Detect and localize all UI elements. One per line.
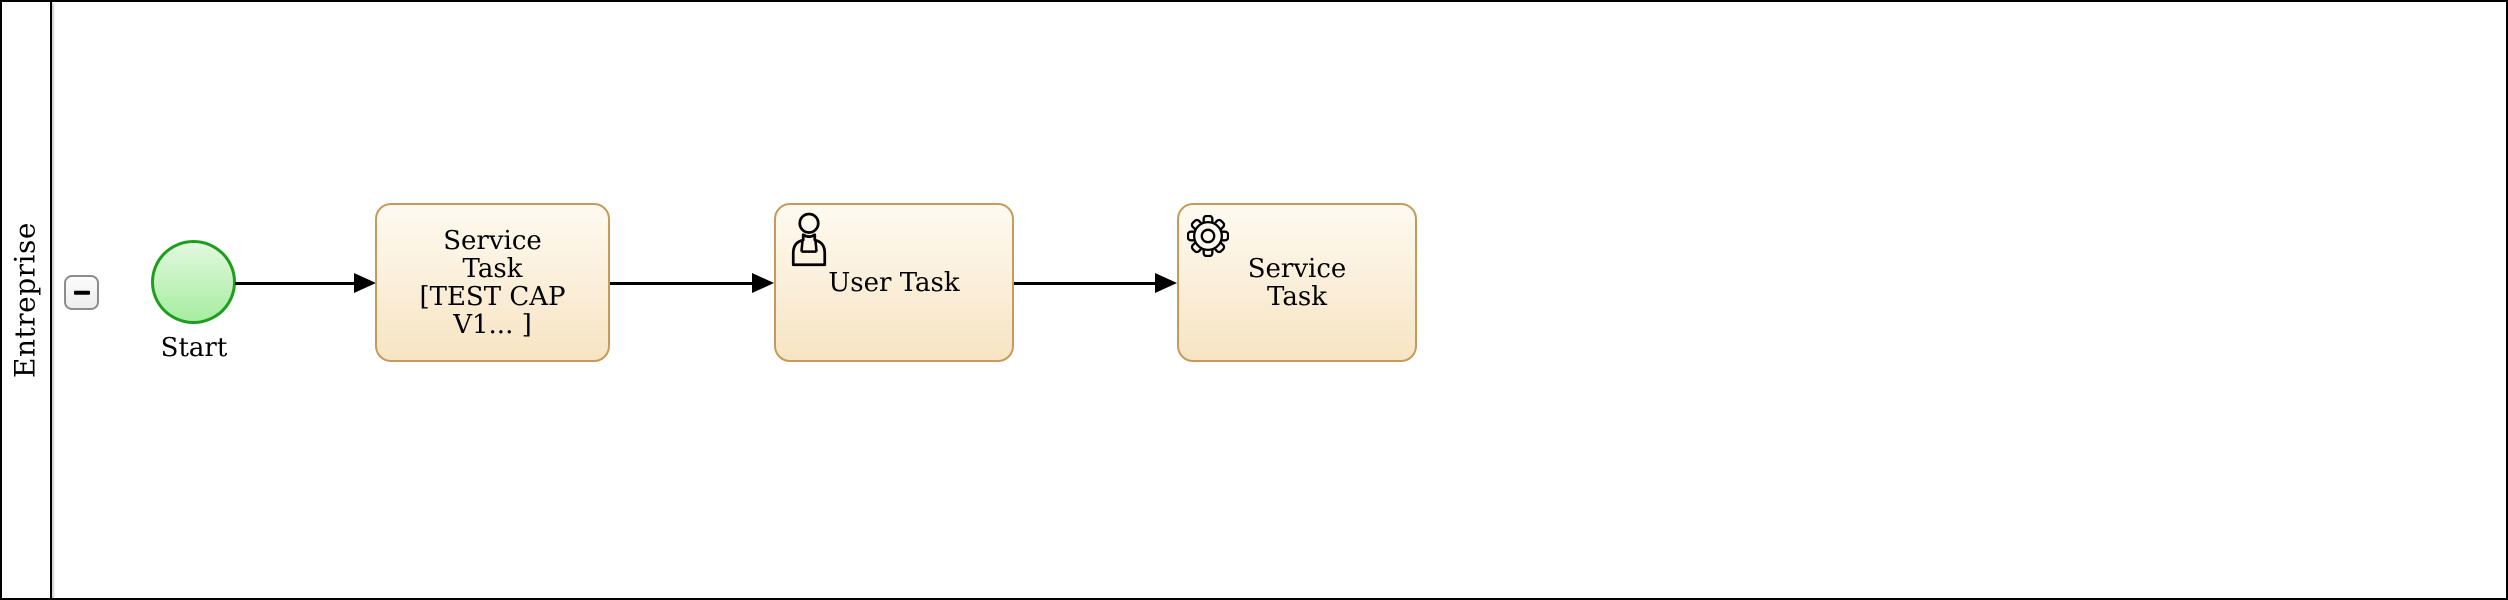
sequence-flow-3[interactable] — [1014, 272, 1177, 294]
gear-icon — [1187, 215, 1229, 257]
task-label: Service Task — [1248, 255, 1347, 311]
sequence-flow-2[interactable] — [610, 272, 774, 294]
task-user[interactable]: User Task — [774, 203, 1014, 362]
start-event[interactable] — [151, 240, 236, 324]
task-label: User Task — [828, 269, 959, 297]
user-icon — [791, 212, 827, 267]
task-service-1[interactable]: Service Task [TEST CAP V1... ] — [375, 203, 610, 362]
arrowhead-icon — [1155, 273, 1177, 293]
lane-label: Entreprise — [8, 222, 42, 378]
arrowhead-icon — [752, 273, 774, 293]
task-label-line: Task — [462, 253, 523, 284]
task-label-line: Service — [1247, 253, 1347, 284]
lane-header-entreprise[interactable]: Entreprise — [2, 2, 52, 598]
flow-line — [235, 281, 355, 285]
task-label-line: [TEST CAP — [419, 281, 566, 312]
task-label-line: Task — [1267, 281, 1327, 312]
task-label-line: V1... ] — [453, 309, 532, 340]
minus-icon — [73, 290, 90, 295]
task-label-line: Service — [443, 225, 542, 256]
flow-line — [1014, 281, 1156, 285]
sequence-flow-1[interactable] — [235, 272, 376, 294]
flow-line — [610, 281, 753, 285]
task-label-line: User Task — [828, 267, 960, 298]
start-event-label: Start — [160, 333, 228, 363]
arrowhead-icon — [354, 273, 376, 293]
collapse-pool-button[interactable] — [64, 275, 99, 310]
task-label: Service Task [TEST CAP V1... ] — [419, 227, 565, 339]
task-service-2[interactable]: Service Task — [1177, 203, 1417, 362]
